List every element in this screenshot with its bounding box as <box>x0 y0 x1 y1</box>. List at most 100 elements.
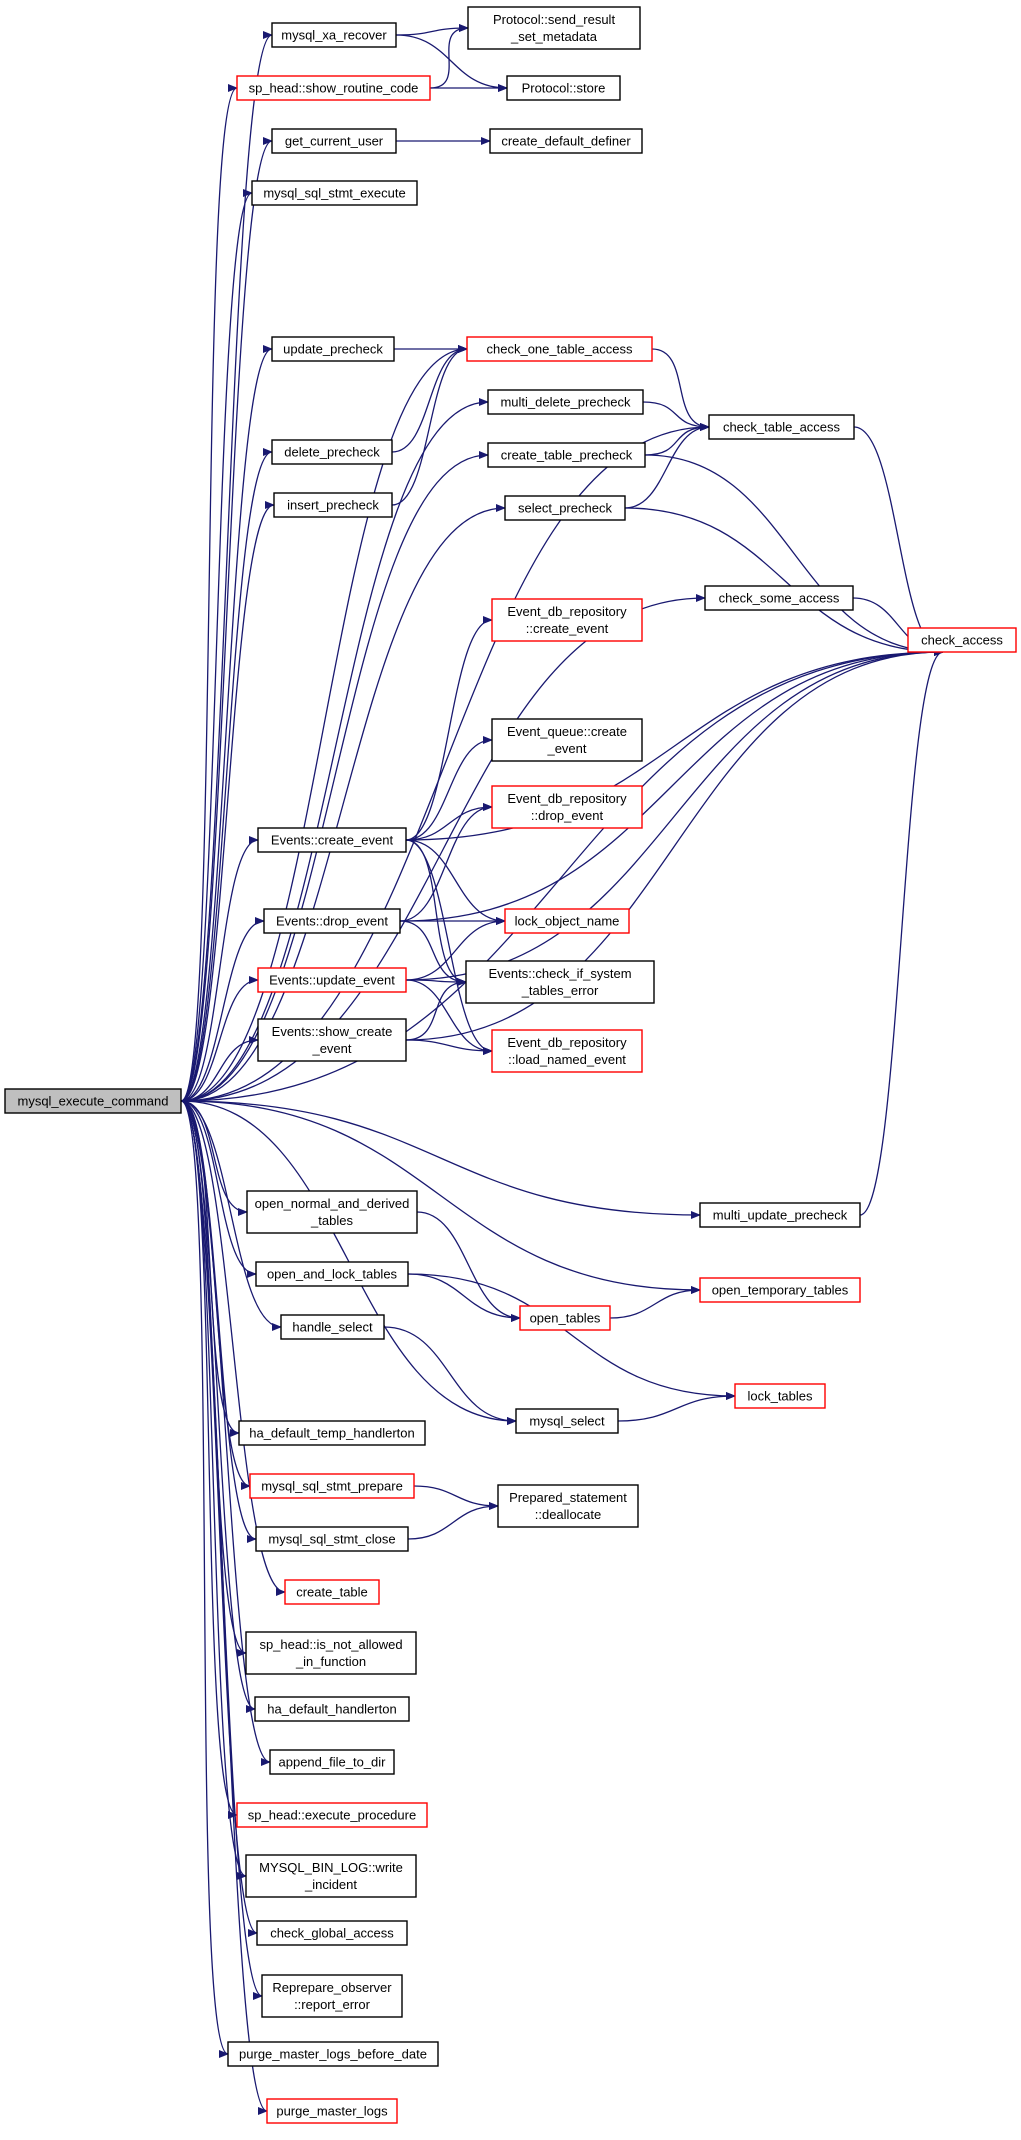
node-protocol-send-result-set-metadata[interactable]: Protocol::send_result_set_metadata <box>467 6 641 50</box>
node-sp-is-not-allowed[interactable]: sp_head::is_not_allowed_in_function <box>245 1631 417 1675</box>
node-label: mysql_xa_recover <box>281 28 387 43</box>
node-lock-tables[interactable]: lock_tables <box>734 1383 826 1409</box>
node-open-tables[interactable]: open_tables <box>519 1305 611 1331</box>
node-box <box>266 2098 398 2124</box>
node-event-queue-create-event[interactable]: Event_queue::create_event <box>491 718 643 762</box>
node-mysql-bin-log-write-incident[interactable]: MYSQL_BIN_LOG::write_incident <box>245 1854 417 1898</box>
node-box <box>699 1202 861 1228</box>
node-event-db-repo-create-event[interactable]: Event_db_repository::create_event <box>491 598 643 642</box>
edge-mysql-xa-recover-to-protocol-send-result-set-metadata <box>395 24 469 36</box>
node-label: create_table <box>296 1585 368 1600</box>
node-events-create-event[interactable]: Events::create_event <box>257 827 407 853</box>
node-mysql-sql-stmt-close[interactable]: mysql_sql_stmt_close <box>255 1526 409 1552</box>
edge-root-to-create-table-precheck <box>180 451 489 1102</box>
node-box <box>4 1088 182 1114</box>
node-prepared-statement-deallocate[interactable]: Prepared_statement::deallocate <box>497 1484 639 1528</box>
node-check-some-access[interactable]: check_some_access <box>704 585 854 611</box>
edge-root-to-append-file-to-dir <box>180 1100 271 1766</box>
node-box <box>255 1526 409 1552</box>
node-reprepare-observer[interactable]: Reprepare_observer::report_error <box>261 1974 403 2018</box>
node-event-db-repo-load-named-event[interactable]: Event_db_repository::load_named_event <box>491 1029 643 1073</box>
node-sp-execute-procedure[interactable]: sp_head::execute_procedure <box>236 1802 428 1828</box>
edge-root-to-open-and-lock-tables <box>180 1100 257 1278</box>
node-multi-delete-precheck[interactable]: multi_delete_precheck <box>487 389 644 415</box>
node-box <box>491 1029 643 1073</box>
node-box <box>491 785 643 829</box>
node-label: insert_precheck <box>287 498 379 513</box>
node-lock-object-name[interactable]: lock_object_name <box>504 908 630 934</box>
node-append-file-to-dir[interactable]: append_file_to_dir <box>269 1749 395 1775</box>
edge-root-to-multi-update-precheck <box>180 1100 701 1219</box>
node-update-precheck[interactable]: update_precheck <box>271 336 395 362</box>
node-check-global-access[interactable]: check_global_access <box>256 1920 408 1946</box>
node-multi-update-precheck[interactable]: multi_update_precheck <box>699 1202 861 1228</box>
edge-root-to-sp-show-routine-code <box>180 84 238 1102</box>
node-box <box>246 1190 418 1234</box>
edge-mysql-sql-stmt-close-to-prepared-statement-deallocate <box>407 1502 499 1540</box>
node-ha-default-handlerton[interactable]: ha_default_handlerton <box>254 1696 410 1722</box>
node-label: mysql_sql_stmt_close <box>268 1532 395 1547</box>
node-label: ha_default_temp_handlerton <box>249 1426 415 1441</box>
node-mysql-select[interactable]: mysql_select <box>515 1408 619 1434</box>
node-event-db-repo-drop-event[interactable]: Event_db_repository::drop_event <box>491 785 643 829</box>
node-events-check-if-system-tables-error[interactable]: Events::check_if_system_tables_error <box>465 960 655 1004</box>
node-check-one-table-access[interactable]: check_one_table_access <box>466 336 653 362</box>
node-label: mysql_sql_stmt_prepare <box>261 1479 403 1494</box>
node-check-access[interactable]: check_access <box>907 627 1017 653</box>
node-insert-precheck[interactable]: insert_precheck <box>273 492 393 518</box>
node-label: check_table_access <box>723 420 841 435</box>
edge-root-to-events-create-event <box>180 836 259 1102</box>
node-label: create_table_precheck <box>501 448 633 463</box>
node-handle-select[interactable]: handle_select <box>280 1314 385 1340</box>
node-protocol-store[interactable]: Protocol::store <box>506 75 621 101</box>
edge-root-to-select-precheck <box>180 504 506 1102</box>
node-label: ha_default_handlerton <box>267 1702 396 1717</box>
node-box <box>467 6 641 50</box>
node-open-and-lock-tables[interactable]: open_and_lock_tables <box>255 1261 409 1287</box>
node-box <box>273 492 393 518</box>
node-events-update-event[interactable]: Events::update_event <box>257 967 407 993</box>
node-box <box>249 1473 415 1499</box>
node-label: open_tables <box>530 1311 601 1326</box>
node-mysql-xa-recover[interactable]: mysql_xa_recover <box>271 22 397 48</box>
edge-root-to-purge-master-logs-before-date <box>180 1100 229 2058</box>
edge-open-tables-to-open-temporary-tables <box>609 1286 701 1319</box>
node-open-normal-and-derived-tables[interactable]: open_normal_and_derived_tables <box>246 1190 418 1234</box>
node-create-default-definer[interactable]: create_default_definer <box>489 128 643 154</box>
edge-root-to-events-drop-event <box>180 917 265 1102</box>
edge-root-to-update-precheck <box>180 345 273 1102</box>
node-create-table[interactable]: create_table <box>284 1579 380 1605</box>
node-mysql-sql-stmt-execute[interactable]: mysql_sql_stmt_execute <box>251 180 418 206</box>
node-events-show-create-event[interactable]: Events::show_create_event <box>257 1018 407 1062</box>
edge-events-drop-event-to-events-check-if-system-tables-error <box>399 920 467 986</box>
node-label: _tables_error <box>521 983 599 998</box>
node-label: check_some_access <box>719 591 840 606</box>
node-purge-master-logs[interactable]: purge_master_logs <box>266 2098 398 2124</box>
node-check-table-access[interactable]: check_table_access <box>708 414 855 440</box>
edge-events-show-create-event-to-event-db-repo-load-named-event <box>405 1039 493 1055</box>
node-label: _set_metadata <box>510 29 598 44</box>
edge-events-show-create-event-to-check-access <box>405 648 944 1041</box>
node-create-table-precheck[interactable]: create_table_precheck <box>487 442 646 468</box>
node-delete-precheck[interactable]: delete_precheck <box>271 439 393 465</box>
node-label: Events::drop_event <box>276 914 388 929</box>
edge-root-to-check-access <box>180 648 944 1102</box>
node-label: Reprepare_observer <box>272 1980 392 1995</box>
node-open-temporary-tables[interactable]: open_temporary_tables <box>699 1277 861 1303</box>
node-ha-default-temp-handlerton[interactable]: ha_default_temp_handlerton <box>238 1420 426 1446</box>
node-sp-show-routine-code[interactable]: sp_head::show_routine_code <box>236 75 431 101</box>
node-label: create_default_definer <box>501 134 631 149</box>
node-box <box>227 2041 439 2067</box>
edge-events-update-event-to-lock-object-name <box>405 917 506 981</box>
node-mysql-sql-stmt-prepare[interactable]: mysql_sql_stmt_prepare <box>249 1473 415 1499</box>
node-root[interactable]: mysql_execute_command <box>4 1088 182 1114</box>
node-events-drop-event[interactable]: Events::drop_event <box>263 908 401 934</box>
node-box <box>487 389 644 415</box>
node-purge-master-logs-before-date[interactable]: purge_master_logs_before_date <box>227 2041 439 2067</box>
node-select-precheck[interactable]: select_precheck <box>504 495 626 521</box>
node-label: MYSQL_BIN_LOG::write <box>259 1860 403 1875</box>
node-get-current-user[interactable]: get_current_user <box>271 128 397 154</box>
edge-open-normal-and-derived-tables-to-open-tables <box>416 1211 521 1322</box>
edge-root-to-mysql-sql-stmt-execute <box>180 189 253 1102</box>
node-label: ::deallocate <box>535 1507 602 1522</box>
